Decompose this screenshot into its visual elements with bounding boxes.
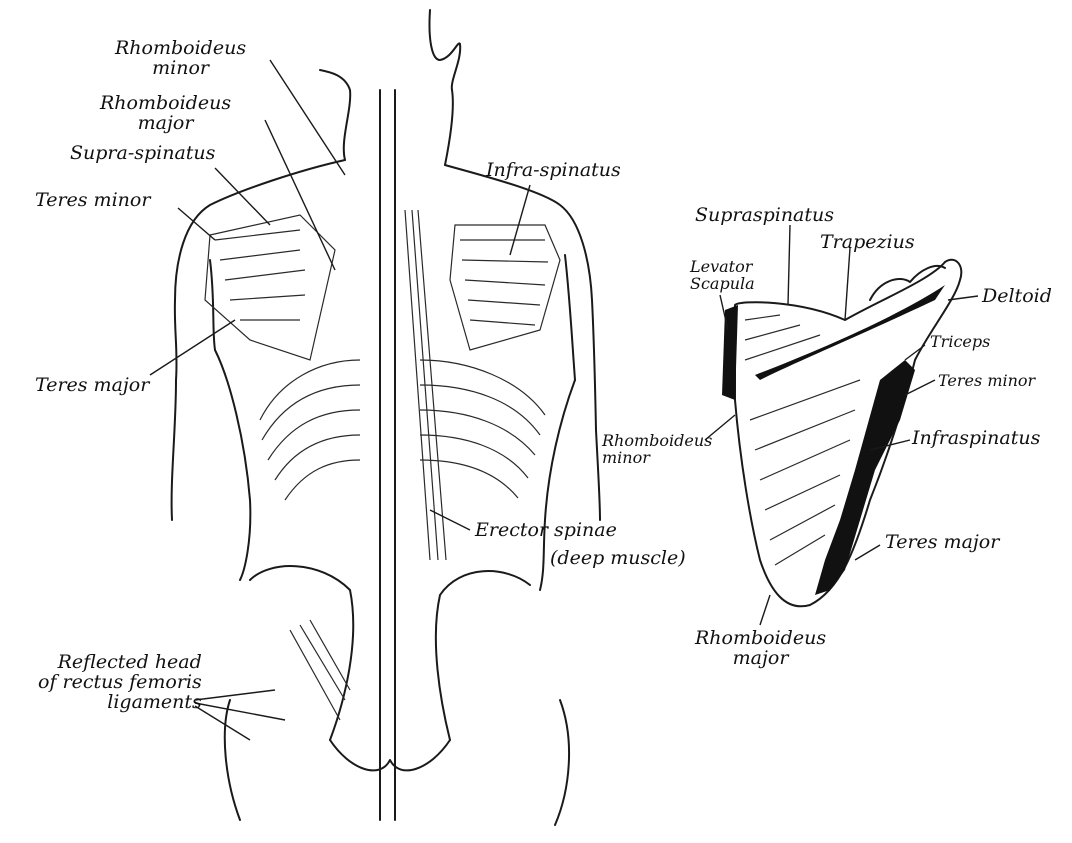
label-deltoid: Deltoid (982, 286, 1052, 306)
label-erector-spinae: Erector spinae (475, 520, 617, 540)
label-triceps: Triceps (930, 333, 990, 350)
label-teres-major-left: Teres major (35, 375, 149, 395)
label-teres-major-right: Teres major (885, 532, 999, 552)
label-trapezius: Trapezius (820, 232, 915, 252)
label-supraspinatus-right: Supraspinatus (695, 205, 834, 225)
label-deep-muscle: (deep muscle) (550, 548, 686, 568)
spine (380, 90, 395, 820)
label-teres-minor-left: Teres minor (35, 190, 150, 210)
label-infra-spinatus: Infra-spinatus (486, 160, 621, 180)
label-teres-minor-right: Teres minor (938, 372, 1035, 389)
label-supra-spinatus: Supra-spinatus (70, 143, 215, 163)
label-infraspinatus-right: Infraspinatus (912, 428, 1040, 448)
